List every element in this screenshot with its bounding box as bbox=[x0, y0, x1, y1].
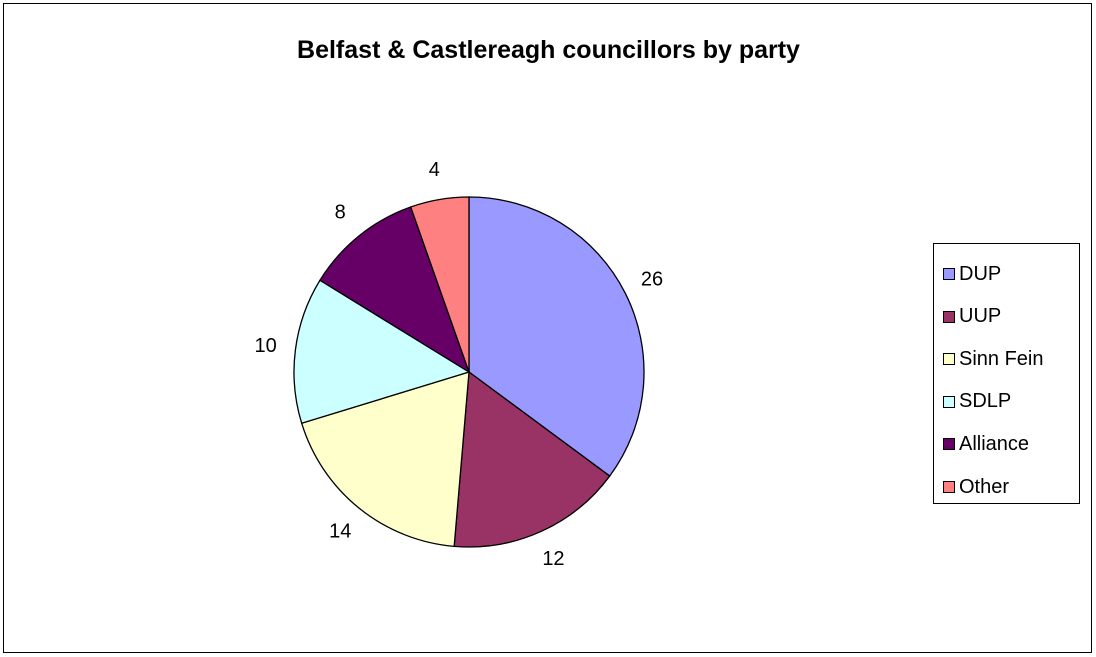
data-label-uup: 12 bbox=[542, 548, 564, 570]
pie-slice-alliance bbox=[319, 206, 471, 374]
pie-slice-uup bbox=[453, 370, 611, 548]
legend-label: DUP bbox=[959, 262, 1002, 285]
legend-item-uup: UUP bbox=[943, 304, 1001, 330]
legend-label: Sinn Fein bbox=[959, 347, 1044, 370]
legend-label: SDLP bbox=[959, 390, 1012, 413]
legend-item-sdlp: SDLP bbox=[943, 389, 1011, 415]
legend-swatch bbox=[943, 268, 955, 280]
pie-slice-other bbox=[409, 196, 470, 373]
data-label-alliance: 8 bbox=[335, 202, 346, 224]
pie-slice-sinn-fein bbox=[300, 371, 470, 548]
data-label-sinn-fein: 14 bbox=[329, 521, 351, 543]
legend-item-other: Other bbox=[943, 474, 1009, 500]
legend-swatch bbox=[943, 353, 955, 366]
pie-chart: 26 12 14 10 8 4 bbox=[255, 159, 664, 570]
data-label-sdlp: 10 bbox=[255, 335, 277, 357]
pie-slice-dup bbox=[468, 196, 645, 477]
legend-label: Other bbox=[959, 475, 1010, 498]
data-label-dup: 26 bbox=[641, 269, 663, 291]
legend-item-sinn-fein: Sinn Fein bbox=[943, 346, 1044, 372]
pie-slice-sdlp bbox=[293, 279, 471, 425]
legend-label: UUP bbox=[959, 305, 1002, 328]
chart-title: Belfast & Castlereagh councillors by par… bbox=[297, 36, 800, 64]
data-label-other: 4 bbox=[429, 159, 440, 181]
legend-swatch bbox=[943, 438, 955, 451]
legend-item-alliance: Alliance bbox=[943, 431, 1029, 457]
legend-item-dup: DUP bbox=[943, 261, 1001, 287]
legend-swatch bbox=[943, 481, 955, 493]
legend-swatch bbox=[943, 310, 955, 323]
legend-swatch bbox=[943, 395, 955, 408]
legend-label: Alliance bbox=[959, 432, 1030, 455]
chart-area: Belfast & Castlereagh councillors by par… bbox=[3, 3, 1092, 653]
